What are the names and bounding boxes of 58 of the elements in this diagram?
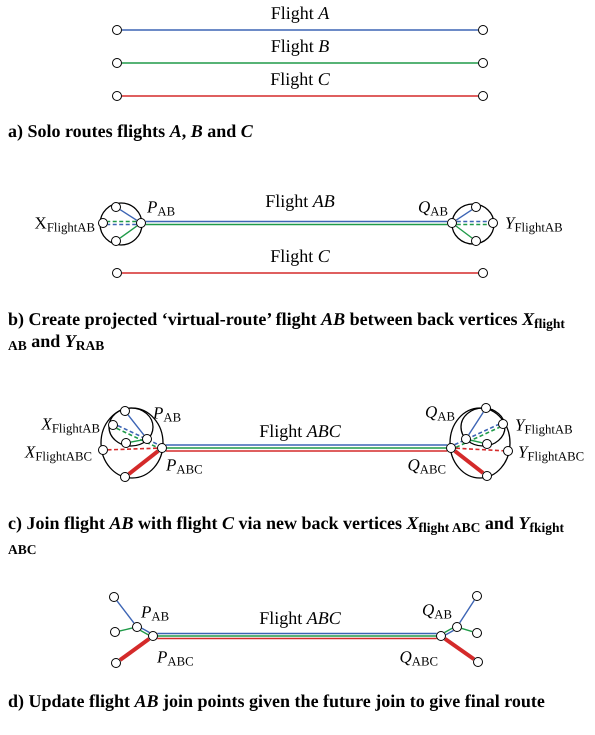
route-line	[459, 600, 475, 624]
route-line	[146, 220, 448, 222]
route-line	[120, 627, 132, 632]
vertex-label: P$_{ABC}$	[166, 456, 203, 474]
route-line	[157, 632, 437, 634]
route-label: Flight C	[268, 247, 332, 265]
route-line	[122, 95, 478, 97]
route-line	[166, 444, 447, 446]
vertex-label: P$_{ABC}$	[157, 648, 194, 666]
route-line	[118, 637, 150, 662]
route-label: Flight A	[268, 4, 332, 22]
route-line	[122, 272, 478, 274]
route-line	[120, 209, 138, 221]
vertex-label: Q$_{ABC}$	[408, 456, 446, 474]
vertex-label: Q$_{ABC}$	[400, 648, 438, 666]
panel-caption: a) Solo routes flights A, B and C	[8, 120, 254, 142]
route-line	[468, 412, 484, 436]
route-label: Flight ABC	[257, 609, 343, 627]
route-line	[122, 29, 478, 31]
route-line	[108, 220, 136, 222]
route-line	[456, 447, 504, 452]
panel-caption: b) Create projected ‘virtual-route’ flight AB between back vertices X$_{flight}$ $_{AB}$ and Y$_{RAB}$	[8, 308, 566, 352]
route-line	[446, 630, 454, 636]
route-label: Flight ABC	[257, 422, 343, 440]
route-line	[108, 224, 136, 226]
route-line	[470, 439, 482, 444]
route-line	[140, 630, 148, 636]
vertex-label: Q$_{AB}$	[422, 602, 452, 618]
route-label: Flight B	[268, 37, 332, 55]
route-line	[116, 600, 135, 624]
vertex-label: P$_{AB}$	[147, 198, 176, 216]
route-line	[456, 224, 488, 226]
route-line	[142, 628, 150, 634]
route-line	[130, 439, 142, 443]
route-line	[167, 447, 446, 449]
route-line	[462, 628, 472, 632]
route-line	[444, 628, 452, 634]
route-line	[108, 447, 158, 451]
route-line	[444, 637, 476, 661]
vertex-label: Q$_{AB}$	[425, 404, 455, 420]
route-line	[146, 224, 448, 226]
route-label: Flight C	[268, 70, 332, 88]
vertex-label: Q$_{AB}$	[418, 198, 448, 216]
route-line	[158, 635, 436, 637]
route-line	[157, 638, 437, 640]
route-line	[166, 450, 447, 452]
route-line	[128, 414, 144, 436]
vertex-label: P$_{AB}$	[141, 604, 170, 620]
panel-caption: d) Update flight AB join points given the future join to give final route	[8, 690, 546, 712]
vertex-label: P$_{AB}$	[153, 404, 182, 422]
route-line	[128, 450, 160, 476]
route-line	[456, 220, 488, 222]
route-line	[456, 209, 472, 221]
route-line	[454, 449, 484, 475]
route-label: Flight AB	[263, 192, 337, 210]
route-line	[122, 62, 478, 64]
route-line	[456, 225, 472, 239]
route-line	[120, 225, 138, 239]
